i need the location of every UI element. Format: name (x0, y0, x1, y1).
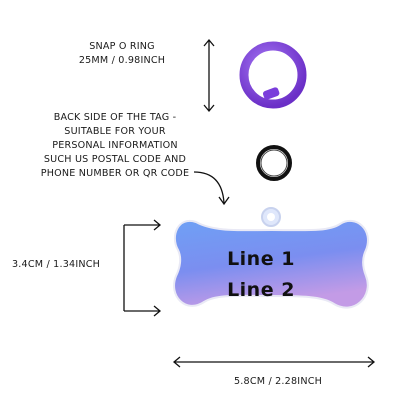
bone-tag (173, 207, 369, 309)
snap-ring-title: SNAP O RING (89, 41, 155, 52)
back-side-line-1: BACK SIDE OF THE TAG - (53, 112, 177, 123)
snap-ring-label: SNAP O RING 25MM / 0.98INCH (62, 40, 182, 68)
black-split-ring (256, 145, 292, 181)
width-dimension-label: 5.8CM / 2.28INCH (233, 376, 323, 387)
snap-o-ring (239, 41, 307, 109)
height-bracket (123, 219, 162, 317)
back-side-line-3: PERSONAL INFORMATION (52, 140, 178, 151)
tag-text-line-2: Line 2 (227, 279, 295, 301)
back-side-line-4: SUCH US POSTAL CODE AND (43, 154, 187, 165)
back-side-line-5: PHONE NUMBER OR QR CODE (40, 168, 190, 179)
curved-arrow (193, 171, 230, 206)
snap-ring-size-arrow (203, 38, 215, 113)
snap-ring-size: 25MM / 0.98INCH (78, 55, 166, 66)
tag-text-line-1: Line 1 (227, 248, 295, 270)
back-side-label: BACK SIDE OF THE TAG - SUITABLE FOR YOUR… (30, 111, 200, 181)
height-dimension-label: 3.4CM / 1.34INCH (12, 259, 101, 270)
back-side-line-2: SUITABLE FOR YOUR (64, 126, 166, 137)
width-arrow (172, 356, 376, 368)
